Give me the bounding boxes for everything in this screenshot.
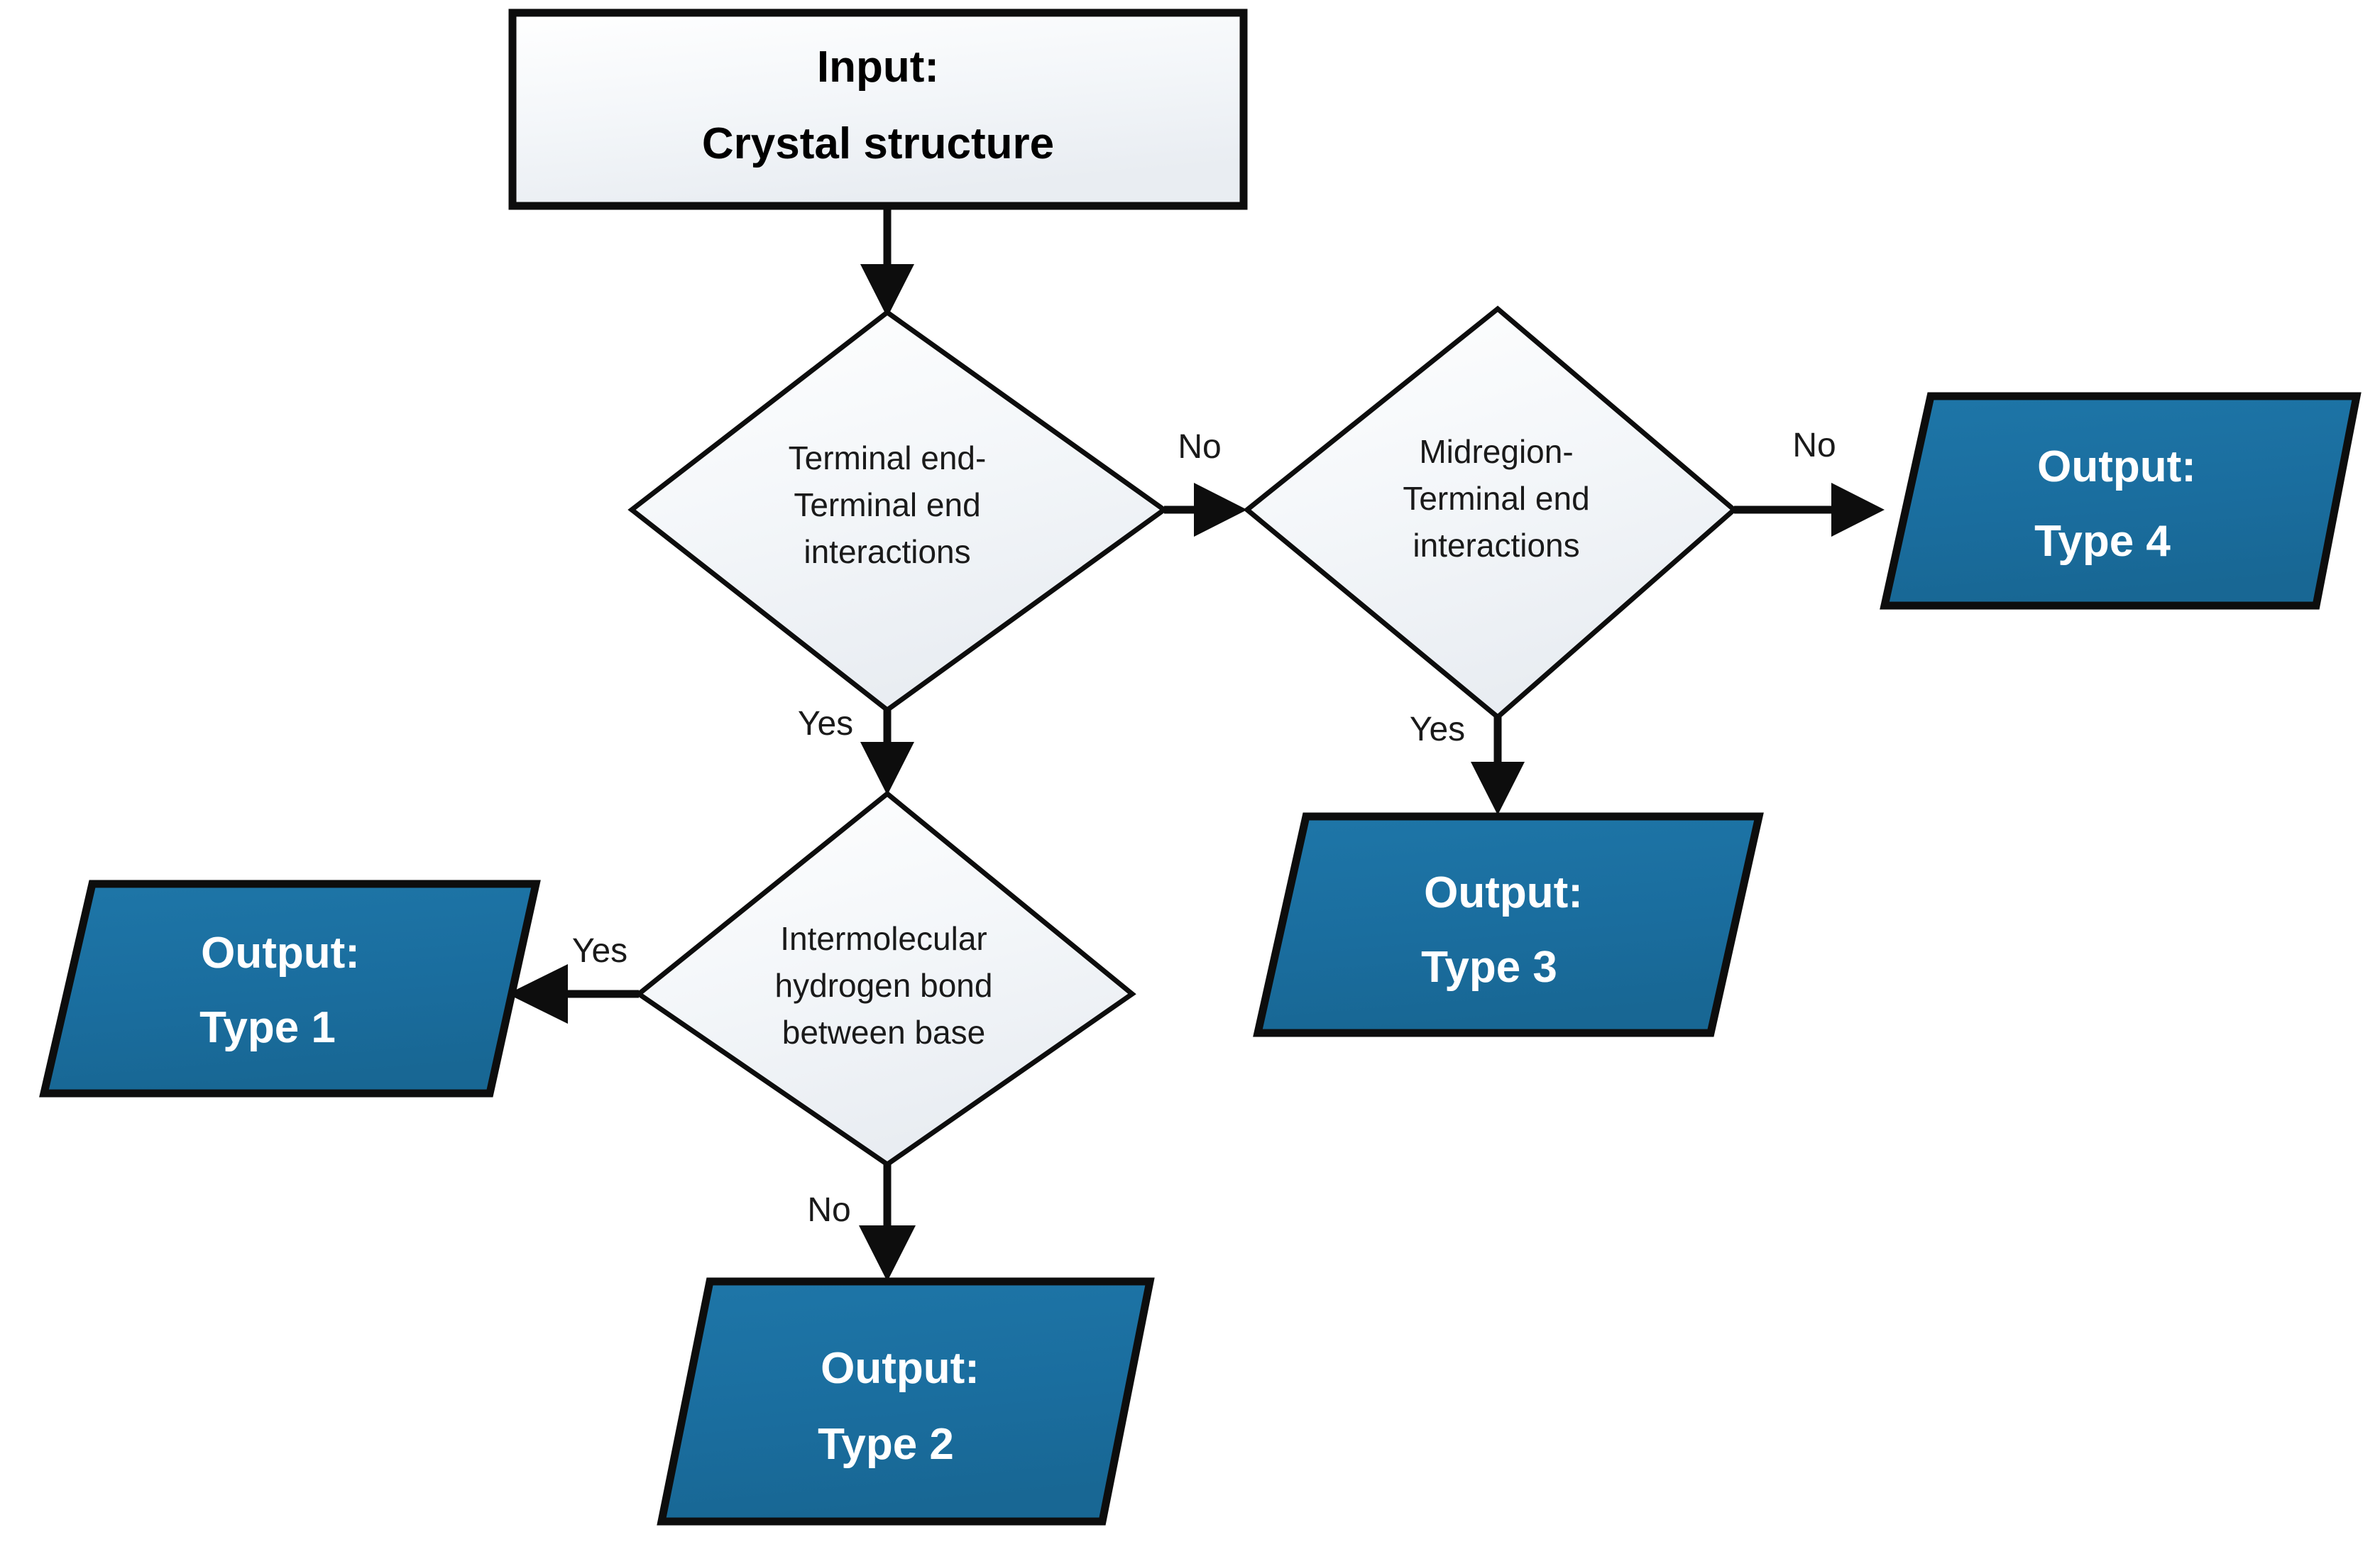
edge-decision3-yes [508,964,639,1024]
edge-decision3-no [859,1164,916,1281]
output4-line-2: Type 4 [2034,517,2171,566]
edge-label-decision3-yes: Yes [572,932,627,970]
edge-decision1-no [1164,483,1247,537]
input-line-2: Crystal structure [702,119,1054,168]
decision3-diamond-shape [635,790,1136,1168]
output2-line-2: Type 2 [818,1420,954,1469]
node-input[interactable]: Input: Crystal structure [508,9,1248,210]
decision1-line-2: Terminal end [794,486,980,523]
node-output-type-2[interactable]: Output: Type 2 [657,1277,1155,1526]
decision2-line-1: Midregion- [1419,433,1573,470]
decision3-line-1: Intermolecular [780,920,987,957]
edge-label-decision1-no: No [1178,428,1221,466]
output2-parallelogram-shape [657,1277,1155,1526]
edge-decision2-yes [1471,717,1525,815]
decision1-line-1: Terminal end- [789,439,987,476]
node-decision-hydrogen-bond[interactable]: Intermolecular hydrogen bond between bas… [635,790,1136,1168]
node-output-type-3[interactable]: Output: Type 3 [1253,812,1764,1037]
output4-parallelogram-shape [1880,392,2362,610]
input-box-shape [508,9,1248,210]
decision2-line-3: interactions [1413,527,1579,564]
decision2-diamond-shape [1243,305,1738,721]
output1-line-1: Output: [201,929,360,978]
edge-label-decision3-no: No [807,1191,850,1229]
edge-label-decision1-yes: Yes [798,705,853,743]
node-decision-midregion-terminal[interactable]: Midregion- Terminal end interactions [1243,305,1738,721]
edge-label-decision2-no: No [1792,427,1836,464]
output1-parallelogram-shape [39,880,541,1098]
output3-parallelogram-shape [1253,812,1764,1037]
output2-line-1: Output: [821,1344,980,1393]
edge-input-to-decision1 [860,207,914,317]
output3-line-1: Output: [1424,868,1583,917]
edge-label-decision2-yes: Yes [1410,711,1465,748]
decision3-line-3: between base [782,1014,985,1051]
node-output-type-4[interactable]: Output: Type 4 [1880,392,2362,610]
edge-decision2-no [1734,483,1885,537]
decision1-diamond-shape [627,309,1169,714]
edge-decision1-yes [860,710,914,795]
output3-line-2: Type 3 [1421,943,1557,992]
output4-line-1: Output: [2037,442,2196,491]
node-output-type-1[interactable]: Output: Type 1 [39,880,541,1098]
input-line-1: Input: [817,43,939,92]
node-decision-terminal-terminal[interactable]: Terminal end- Terminal end interactions [627,309,1169,714]
output1-line-2: Type 1 [199,1003,336,1052]
decision2-line-2: Terminal end [1403,480,1589,517]
decision3-line-2: hydrogen bond [775,967,993,1004]
decision1-line-3: interactions [804,533,970,570]
